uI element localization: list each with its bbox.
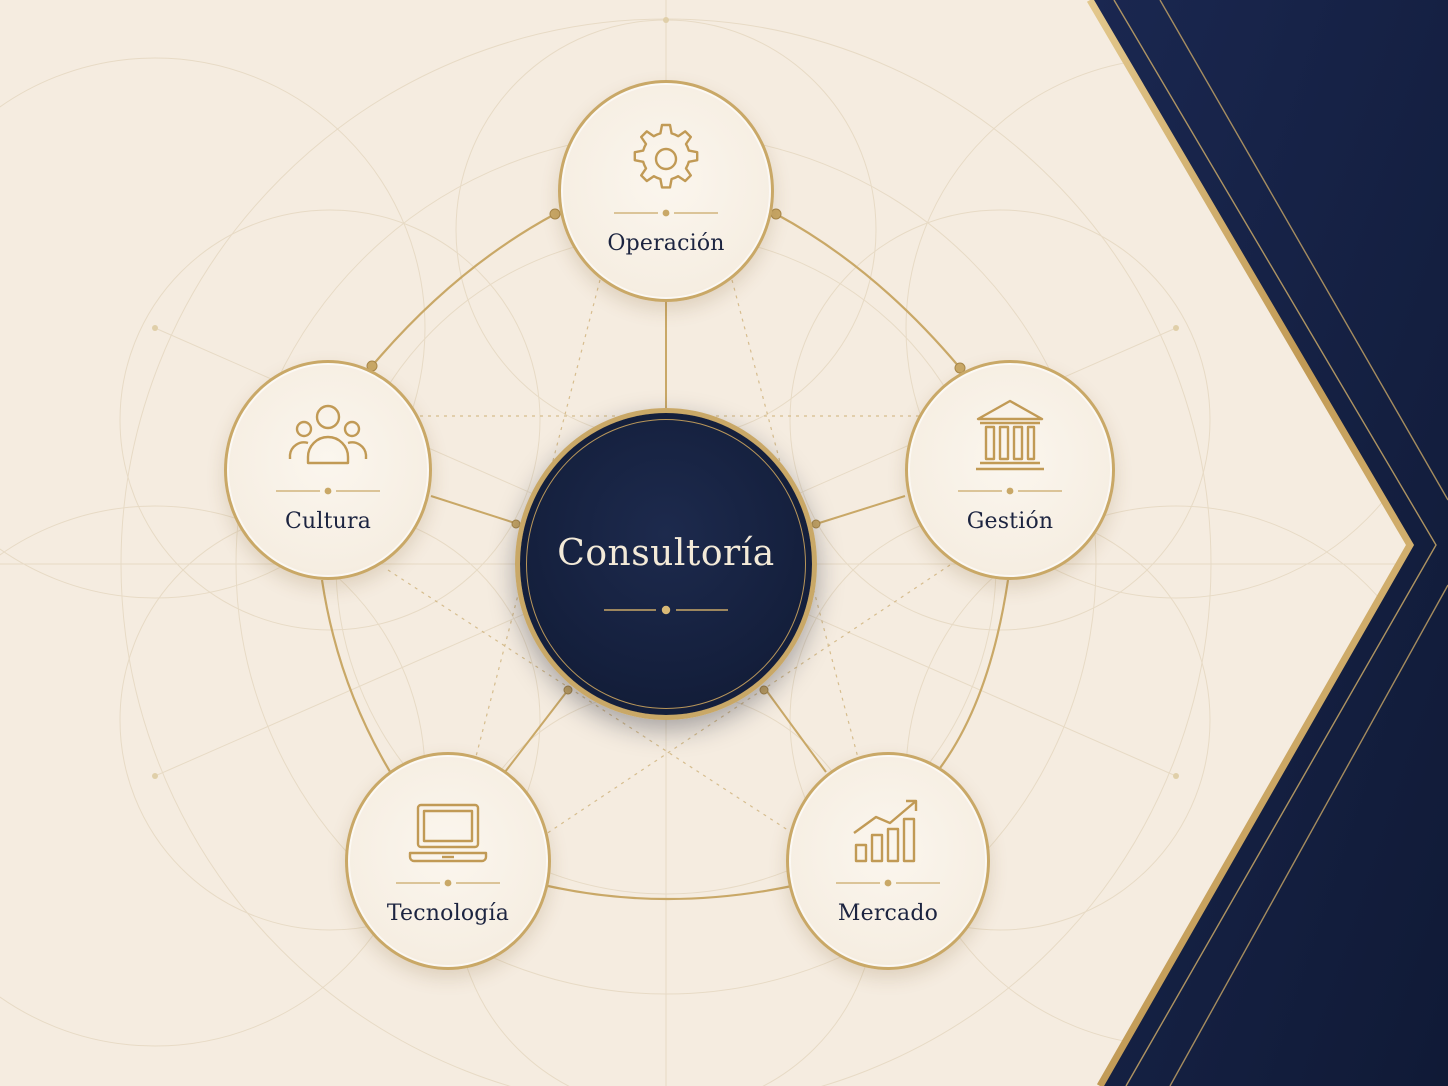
laptop-icon xyxy=(408,803,488,863)
node-divider xyxy=(958,487,1062,495)
node-operacion[interactable]: Operación xyxy=(558,80,774,302)
background-pattern-dots xyxy=(152,17,1179,779)
people-group-icon xyxy=(288,404,368,465)
node-divider xyxy=(276,487,380,495)
spokes xyxy=(430,302,906,773)
bank-building-icon xyxy=(976,399,1044,471)
chevron-panel xyxy=(1086,0,1448,1086)
node-label-mercado: Mercado xyxy=(837,901,939,926)
node-divider xyxy=(396,879,500,887)
node-tecnologia[interactable]: Tecnología xyxy=(345,752,551,970)
node-label-cultura: Cultura xyxy=(284,509,372,534)
node-cultura[interactable]: Cultura xyxy=(224,360,432,580)
node-label-tecnologia: Tecnología xyxy=(386,901,510,926)
node-label-operacion: Operación xyxy=(607,231,725,256)
growth-chart-icon xyxy=(853,799,918,863)
center-divider xyxy=(604,605,728,615)
node-mercado[interactable]: Mercado xyxy=(786,752,990,970)
node-gestion[interactable]: Gestión xyxy=(905,360,1115,580)
node-divider xyxy=(614,209,718,217)
node-label-gestion: Gestión xyxy=(966,509,1054,534)
center-hub[interactable]: Consultoría xyxy=(515,408,817,720)
center-title: Consultoría xyxy=(557,533,775,574)
node-divider xyxy=(836,879,940,887)
gear-icon xyxy=(633,123,699,189)
